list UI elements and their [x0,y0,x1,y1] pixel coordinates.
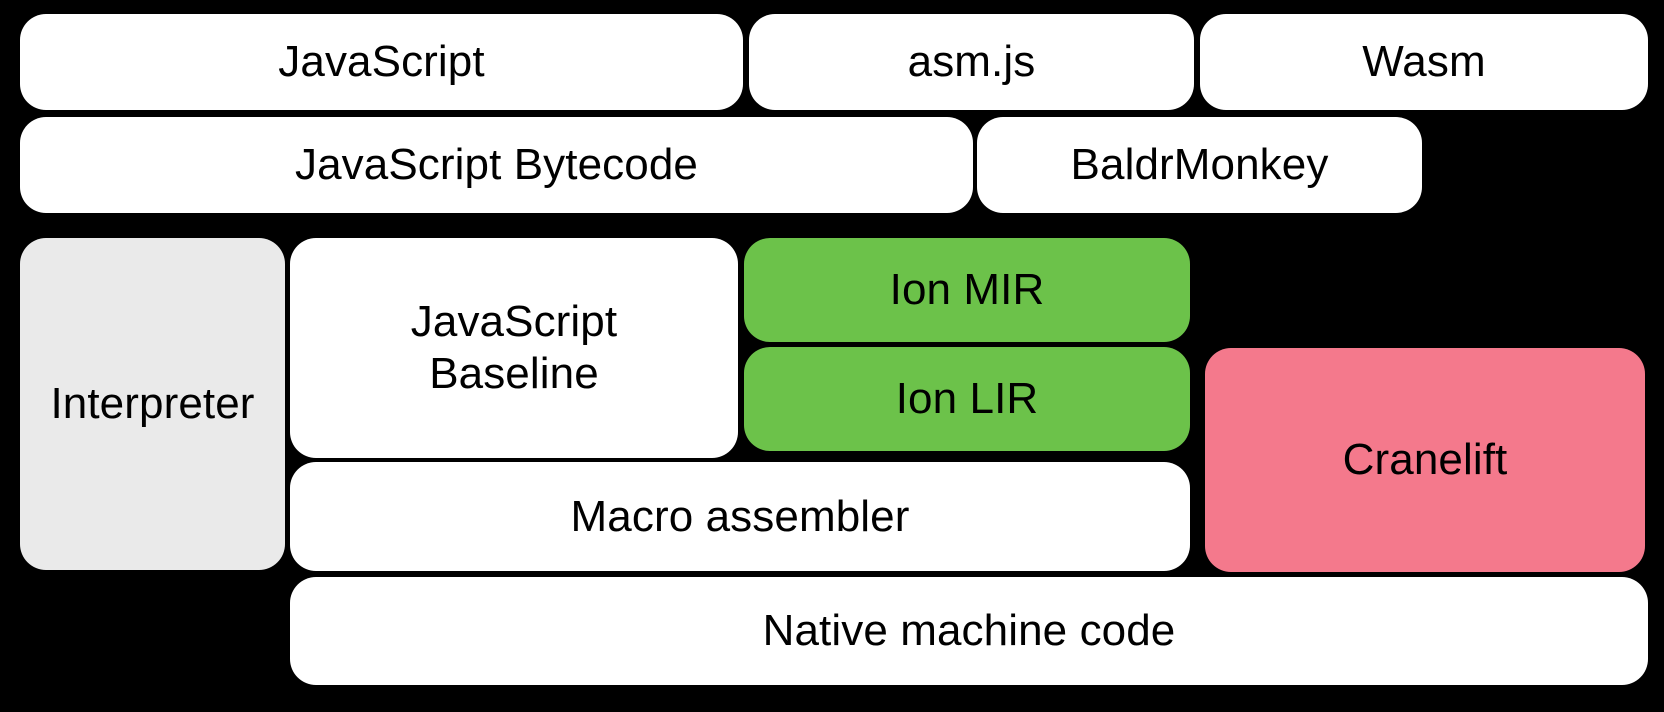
node-label-asm-js: asm.js [907,37,1036,87]
node-label-javascript-bytecode: JavaScript Bytecode [295,140,698,190]
node-label-wasm: Wasm [1362,37,1486,87]
node-ion-lir: Ion LIR [744,347,1190,451]
node-label-javascript-baseline: JavaScript Baseline [410,297,618,398]
node-cranelift: Cranelift [1205,348,1645,572]
node-asm-js: asm.js [749,14,1194,110]
node-native-machine-code: Native machine code [290,577,1648,685]
node-label-native-machine-code: Native machine code [762,606,1176,656]
node-label-baldrmonkey: BaldrMonkey [1070,140,1329,190]
node-label-ion-lir: Ion LIR [895,374,1039,424]
node-label-ion-mir: Ion MIR [889,265,1045,315]
node-label-cranelift: Cranelift [1342,435,1508,485]
node-javascript: JavaScript [20,14,743,110]
node-baldrmonkey: BaldrMonkey [977,117,1422,213]
node-label-javascript: JavaScript [278,37,485,87]
node-macro-assembler: Macro assembler [290,462,1190,571]
node-label-interpreter: Interpreter [50,379,255,429]
node-javascript-bytecode: JavaScript Bytecode [20,117,973,213]
node-ion-mir: Ion MIR [744,238,1190,342]
node-interpreter: Interpreter [20,238,285,570]
node-wasm: Wasm [1200,14,1648,110]
node-label-macro-assembler: Macro assembler [570,491,910,541]
node-javascript-baseline: JavaScript Baseline [290,238,738,458]
